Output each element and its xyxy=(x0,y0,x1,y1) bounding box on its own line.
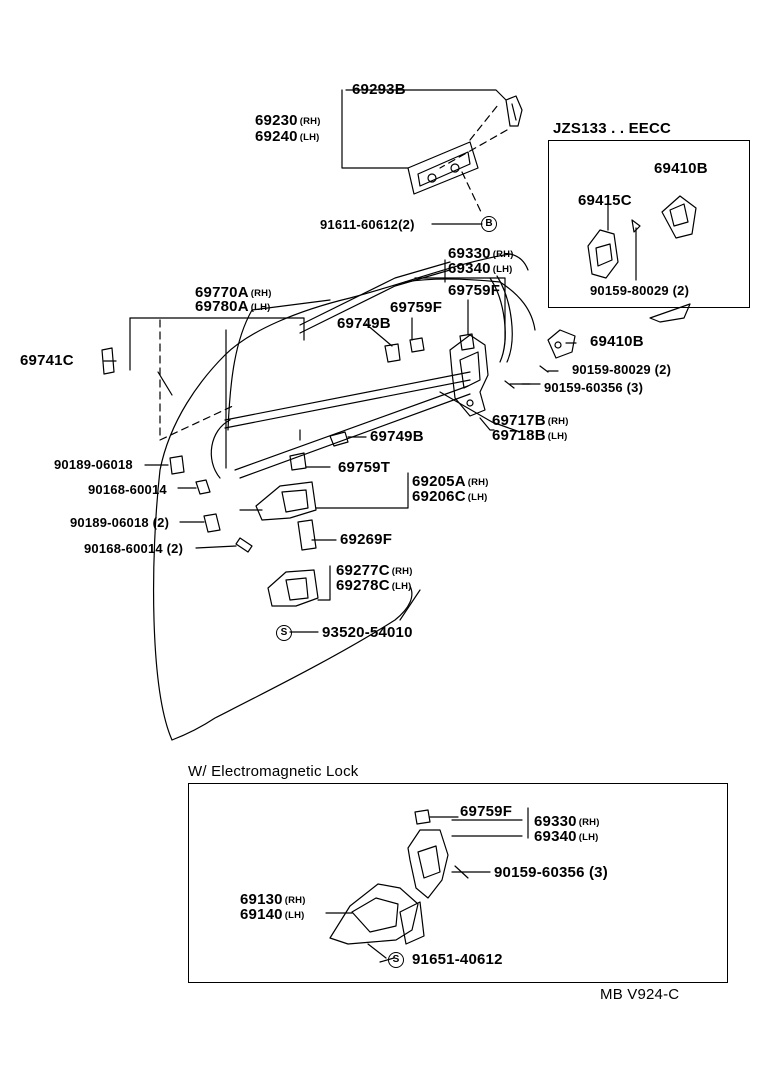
emlock-label-69130-group: 69130(RH) xyxy=(240,892,306,909)
label-69410B: 69410B xyxy=(590,333,644,350)
rh-tag: (RH) xyxy=(284,895,306,906)
label-69205A-group: 69205A(RH) xyxy=(412,474,489,491)
lh-tag: (LH) xyxy=(467,492,488,503)
inset-label-69415C: 69415C xyxy=(578,192,632,209)
label-69718B: 69718B xyxy=(492,427,546,444)
label-69780A-group: 69780A(LH) xyxy=(195,299,271,316)
door-lock-assembly xyxy=(449,329,576,417)
lh-tag: (LH) xyxy=(299,132,320,143)
label-69206C-group: 69206C(LH) xyxy=(412,489,488,506)
inset-frame xyxy=(548,140,750,308)
emlock-marker-s-icon: S xyxy=(388,952,404,968)
emlock-label-69140-group: 69140(LH) xyxy=(240,907,305,924)
emlock-label-69140: 69140 xyxy=(240,906,283,923)
inset-parts xyxy=(587,195,697,323)
label-91611-60612: 91611-60612(2) xyxy=(320,217,415,232)
label-69278C-group: 69278C(LH) xyxy=(336,578,412,595)
label-69759F-lower: 69759F xyxy=(390,299,443,316)
label-69330: 69330 xyxy=(448,245,491,262)
rh-tag: (RH) xyxy=(250,288,272,299)
small-parts xyxy=(101,333,475,553)
label-69717B: 69717B xyxy=(492,412,546,429)
lh-tag: (LH) xyxy=(250,302,271,313)
emlock-title: W/ Electromagnetic Lock xyxy=(188,763,359,780)
lh-tag: (LH) xyxy=(578,832,599,843)
label-69269F: 69269F xyxy=(340,531,393,548)
label-69759F-upper: 69759F xyxy=(448,282,501,299)
marker-b-icon: B xyxy=(481,216,497,232)
label-69240: 69240 xyxy=(255,128,298,145)
label-69749B-upper: 69749B xyxy=(337,315,391,332)
label-69293B: 69293B xyxy=(352,81,406,98)
inset-title: JZS133 . . EECC xyxy=(553,120,672,137)
lh-tag: (LH) xyxy=(391,581,412,592)
label-69770A-group: 69770A(RH) xyxy=(195,285,272,302)
label-69205A: 69205A xyxy=(412,473,466,490)
label-69780A: 69780A xyxy=(195,298,249,315)
label-69759T: 69759T xyxy=(338,459,391,476)
door-panel-outline xyxy=(152,253,536,741)
emlock-label-69330: 69330 xyxy=(534,813,577,830)
label-90159-60356: 90159-60356 (3) xyxy=(544,380,644,395)
lh-tag: (LH) xyxy=(547,431,568,442)
label-69206C: 69206C xyxy=(412,488,466,505)
label-90168-60014-2: 90168-60014 (2) xyxy=(84,541,184,556)
label-90159-80029: 90159-80029 (2) xyxy=(572,362,672,377)
inset-label-90159-80029: 90159-80029 (2) xyxy=(590,283,690,298)
label-93520-54010: 93520-54010 xyxy=(322,624,413,641)
emlock-label-69330-group: 69330(RH) xyxy=(534,814,600,831)
label-69749B-lower: 69749B xyxy=(370,428,424,445)
emlock-parts xyxy=(325,807,529,963)
label-69770A: 69770A xyxy=(195,284,249,301)
label-90168-60014: 90168-60014 xyxy=(88,482,167,497)
label-69340: 69340 xyxy=(448,260,491,277)
rh-tag: (RH) xyxy=(467,477,489,488)
label-69277C-group: 69277C(RH) xyxy=(336,563,413,580)
label-69240-group: 69240(LH) xyxy=(255,129,320,146)
lock-rods xyxy=(157,261,521,441)
label-90189-06018: 90189-06018 xyxy=(54,457,133,472)
marker-s-icon: S xyxy=(276,625,292,641)
label-69741C: 69741C xyxy=(20,352,74,369)
diagram-code: MB V924-C xyxy=(600,986,680,1003)
emlock-label-69340: 69340 xyxy=(534,828,577,845)
emlock-label-90159-60356: 90159-60356 (3) xyxy=(494,864,608,881)
emlock-label-69759F: 69759F xyxy=(460,803,513,820)
lh-tag: (LH) xyxy=(492,264,513,275)
rh-tag: (RH) xyxy=(492,249,514,260)
label-69717B-group: 69717B(RH) xyxy=(492,413,569,430)
rh-tag: (RH) xyxy=(578,817,600,828)
emlock-label-69130: 69130 xyxy=(240,891,283,908)
rh-tag: (RH) xyxy=(299,116,321,127)
label-69330-group: 69330(RH) xyxy=(448,246,514,263)
label-69278C: 69278C xyxy=(336,577,390,594)
label-69230-group: 69230(RH) xyxy=(255,113,321,130)
leader-lines xyxy=(103,89,577,633)
rh-tag: (RH) xyxy=(391,566,413,577)
emlock-label-91651-40612: 91651-40612 xyxy=(412,951,503,968)
label-69718B-group: 69718B(LH) xyxy=(492,428,568,445)
rh-tag: (RH) xyxy=(547,416,569,427)
emlock-label-69340-group: 69340(LH) xyxy=(534,829,599,846)
label-69340-group: 69340(LH) xyxy=(448,261,513,278)
inside-handle-assembly xyxy=(407,95,523,215)
outside-handle xyxy=(255,481,319,607)
label-69277C: 69277C xyxy=(336,562,390,579)
label-69230: 69230 xyxy=(255,112,298,129)
inset-label-69410B: 69410B xyxy=(654,160,708,177)
lh-tag: (LH) xyxy=(284,910,305,921)
emlock-frame xyxy=(188,783,728,983)
label-90189-06018-2: 90189-06018 (2) xyxy=(70,515,170,530)
